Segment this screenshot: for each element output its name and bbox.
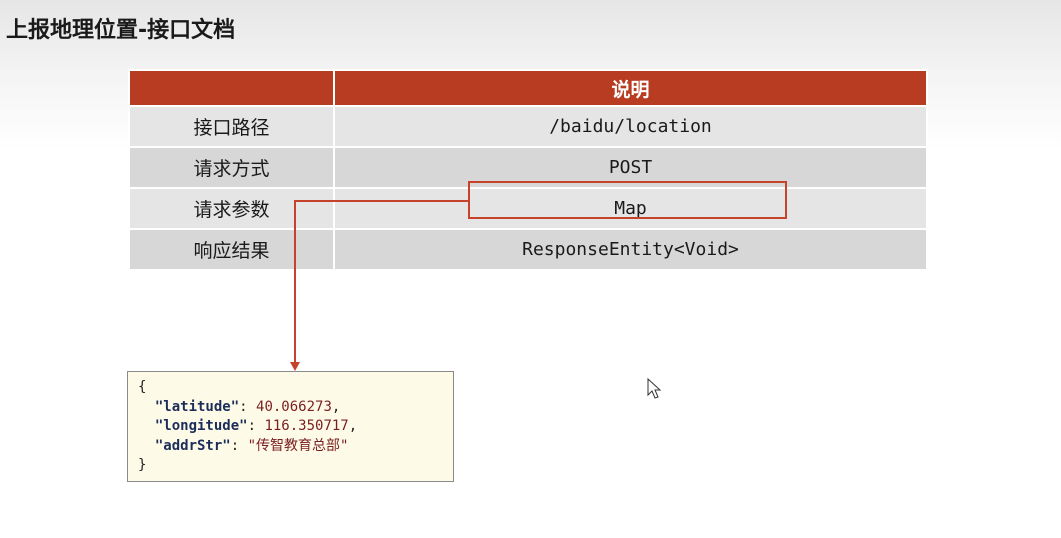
- row-value: /baidu/location: [333, 105, 928, 148]
- api-doc-table: 说明 接口路径 /baidu/location 请求方式 POST 请求参数 M…: [128, 69, 928, 271]
- mouse-cursor-icon: [647, 378, 662, 399]
- json-value: 116.350717: [264, 418, 349, 434]
- table-row: 接口路径 /baidu/location: [128, 105, 928, 148]
- json-line: "addrStr": "传智教育总部": [154, 437, 349, 454]
- json-line: "latitude": 40.066273,: [154, 398, 341, 415]
- row-label: 请求方式: [128, 146, 335, 189]
- table-row: 请求参数 Map: [128, 187, 928, 230]
- header-cell-description: 说明: [333, 69, 928, 107]
- row-label: 请求参数: [128, 187, 335, 230]
- json-value: "传智教育总部": [247, 437, 349, 454]
- json-key: "longitude": [154, 418, 248, 434]
- param-highlight-box: [468, 181, 787, 219]
- row-value: ResponseEntity<Void>: [333, 228, 928, 271]
- table-row: 响应结果 ResponseEntity<Void>: [128, 228, 928, 271]
- row-label: 接口路径: [128, 105, 335, 148]
- json-line: "longitude": 116.350717,: [154, 418, 358, 434]
- json-key: "addrStr": [154, 437, 231, 454]
- table-row: 请求方式 POST: [128, 146, 928, 189]
- table-header-row: 说明: [128, 69, 928, 107]
- json-value: 40.066273: [256, 398, 332, 415]
- row-value: Map: [333, 187, 928, 230]
- json-key: "latitude": [154, 398, 240, 415]
- json-close-brace: }: [138, 457, 147, 473]
- json-example-box: { "latitude": 40.066273, "longitude": 11…: [127, 371, 454, 482]
- row-label: 响应结果: [128, 228, 335, 271]
- json-open-brace: {: [138, 379, 147, 395]
- page-title: 上报地理位置-接口文档: [6, 18, 236, 43]
- header-cell-label: [128, 69, 335, 107]
